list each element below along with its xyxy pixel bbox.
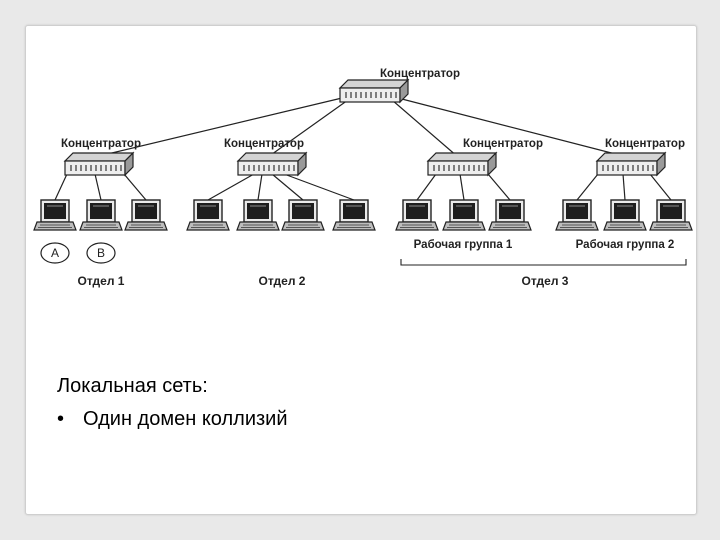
computer-icon [33, 199, 77, 231]
computer-icon [555, 199, 599, 231]
hub-label-dept1: Концентратор [61, 138, 141, 150]
computer-icon [442, 199, 486, 231]
hub-label-root: Концентратор [380, 68, 460, 80]
computer-icon [186, 199, 230, 231]
computer-icon [79, 199, 123, 231]
department-2-label: Отдел 2 [259, 274, 306, 288]
computer-icon [332, 199, 376, 231]
root-hub-icon [339, 79, 409, 103]
department-1-label: Отдел 1 [78, 274, 125, 288]
slide-heading: Локальная сеть: [57, 375, 208, 397]
circle-a-label: A [51, 246, 59, 260]
department-3-label: Отдел 3 [522, 274, 569, 288]
bullet-icon: • [57, 408, 65, 430]
network-diagram: Концентратор Концентратор Концентратор К… [33, 68, 693, 288]
network-links [54, 97, 672, 201]
hub-label-workgroup2: Концентратор [605, 138, 685, 150]
bullet-item: • Один домен коллизий [57, 407, 288, 431]
hub-workgroup1-icon [427, 152, 497, 176]
hub-label-workgroup1: Концентратор [463, 138, 543, 150]
hub-dept2-icon [237, 152, 307, 176]
workgroup-2-label: Рабочая группа 2 [576, 239, 675, 251]
computer-icon [395, 199, 439, 231]
hub-workgroup2-icon [596, 152, 666, 176]
computer-icon [649, 199, 693, 231]
bullet-item-text: Один домен коллизий [83, 408, 288, 430]
computer-icon [281, 199, 325, 231]
computer-icon [236, 199, 280, 231]
computer-icon [124, 199, 168, 231]
hub-dept1-icon [64, 152, 134, 176]
circle-b-label: B [97, 246, 105, 260]
circle-a-shape [40, 242, 70, 264]
department-3-brace [400, 259, 687, 266]
workgroup-1-label: Рабочая группа 1 [414, 239, 513, 251]
circle-b-shape [86, 242, 116, 264]
slide [25, 25, 697, 515]
hub-label-dept2: Концентратор [224, 138, 304, 150]
computer-icon [488, 199, 532, 231]
computer-icon [603, 199, 647, 231]
